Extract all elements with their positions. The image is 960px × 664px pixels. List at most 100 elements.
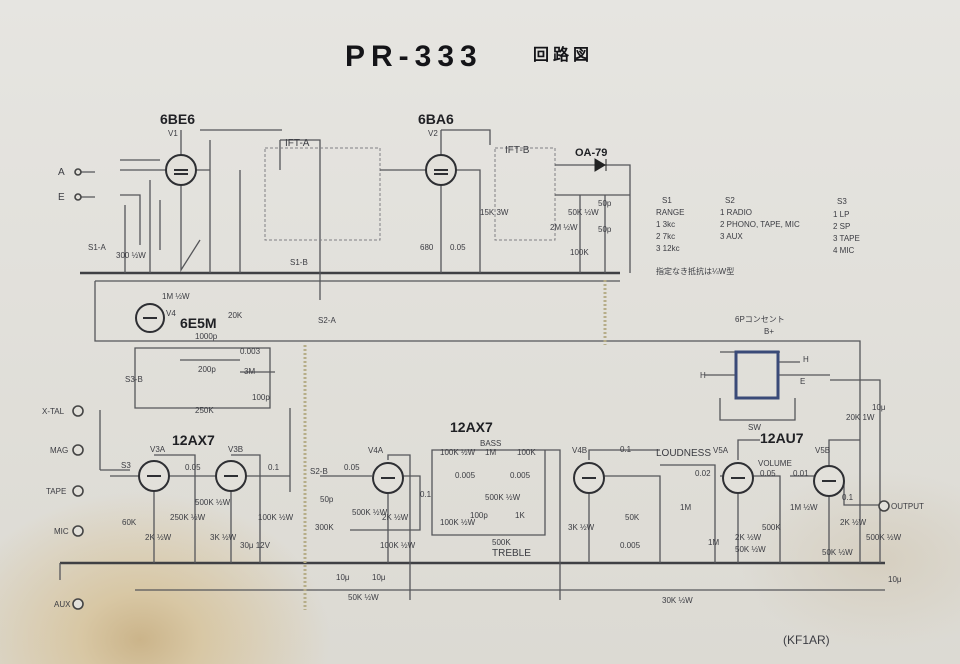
v4ab-type: 12AX7 [450,419,493,435]
value-label: 60K [122,518,137,527]
value-label: 10μ [872,403,886,412]
s2-row: 2 PHONO, TAPE, MIC [720,220,800,229]
value-label: 100K ½W [440,448,476,457]
s2a-label: S2-A [318,316,336,325]
input-aux-label: AUX [54,600,71,609]
input-e-label: E [58,192,65,203]
resistor-note: 指定なき抵抗は¼W型 [656,266,734,276]
value-label: 3K ½W [210,533,237,542]
value-label: 2K ½W [735,533,762,542]
v3b-ref: V3B [228,445,243,454]
value-label: 0.1 [420,490,432,499]
v4-type: 6E5M [180,315,217,331]
s1-header: S1 [662,196,672,205]
ifta-label: IFT-A [285,138,310,149]
h-right-label: H [803,355,809,364]
volume-label: VOLUME [758,459,792,468]
loudness-label: LOUDNESS [656,448,711,459]
value-label: 15K 3W [480,208,509,217]
s3b-label: S3-B [125,375,143,384]
value-label: 0.005 [510,471,531,480]
value-label: 10μ [888,575,902,584]
value-label: 50K ½W [822,548,853,557]
title-model: PR-333 [345,40,483,73]
sw-label: SW [748,423,761,432]
footer-callsign: (KF1AR) [783,633,830,647]
iftb-label: IFT-B [505,145,530,156]
value-label: 2K ½W [840,518,867,527]
value-label: 200p [198,365,216,374]
s3-header: S3 [837,197,847,206]
input-tape-label: TAPE [46,487,66,496]
v5a-ref: V5A [713,446,729,455]
v4a-ref: V4A [368,446,384,455]
s1-row: 3 12kc [656,244,680,253]
v1-type: 6BE6 [160,111,195,127]
value-label: 0.1 [842,493,854,502]
socket-6p [734,350,780,400]
value-label: 50p [598,199,612,208]
value-label: 500K ½W [195,498,231,507]
value-label: 0.003 [240,347,261,356]
value-label: 3K ½W [568,523,595,532]
s3-label: S3 [121,461,131,470]
value-label: 0.02 [695,469,711,478]
s2-header: S2 [725,196,735,205]
v2-type: 6BA6 [418,111,454,127]
value-label: 1M [485,448,496,457]
diode-label: OA-79 [575,147,607,159]
s2b-label: S2-B [310,467,328,476]
value-label: 500K [762,523,781,532]
input-mic-label: MIC [54,527,69,536]
s2-row: 3 AUX [720,232,743,241]
value-label: 100K [517,448,536,457]
v5-type: 12AU7 [760,430,804,446]
value-label: 30μ 12V [240,541,271,550]
s1-sub: RANGE [656,208,684,217]
input-mag-label: MAG [50,446,68,455]
value-label: 500K ½W [352,508,388,517]
s1-row: 2 7kc [656,232,675,241]
value-label: 0.1 [620,445,632,454]
value-label: 1M ½W [162,292,190,301]
component-values: 300 ½W 1M ½W 20K 15K 3W 680 0.05 50p 50p… [116,199,902,605]
value-label: 100K ½W [258,513,294,522]
s2-row: 1 RADIO [720,208,752,217]
input-a-label: A [58,167,65,178]
value-label: 10μ [372,573,386,582]
diode-symbol [594,158,607,172]
value-label: 100K ½W [440,518,476,527]
e-label: E [800,377,805,386]
value-label: 500K ½W [485,493,521,502]
value-label: 0.1 [268,463,280,472]
value-label: 680 [420,243,434,252]
value-label: 2M ½W [550,223,578,232]
socket-label: 6Pコンセント [735,315,785,324]
s3-row: 2 SP [833,222,850,231]
value-label: 50K ½W [735,545,766,554]
value-label: 0.05 [450,243,466,252]
value-label: 0.01 [793,469,809,478]
s3-row: 4 MIC [833,246,855,255]
value-label: 1K [515,511,525,520]
v4-ref: V4 [166,309,176,318]
value-label: 0.005 [620,541,641,550]
v2-ref: V2 [428,129,438,138]
value-label: 1M [680,503,691,512]
value-label: 3M [244,367,255,376]
input-xtal-label: X-TAL [42,407,65,416]
value-label: 20K 1W [846,413,875,422]
value-label: 50p [598,225,612,234]
v5b-ref: V5B [815,446,830,455]
value-label: 300 ½W [116,251,146,260]
value-label: 20K [228,311,243,320]
s3-row: 3 TAPE [833,234,860,243]
output-label: OUTPUT [891,502,924,511]
switch-table: S1 RANGE 1 3kc 2 7kc 3 12kc S2 1 RADIO 2… [656,196,860,276]
value-label: 50K [625,513,640,522]
value-label: 2K ½W [145,533,172,542]
value-label: 10μ [336,573,350,582]
value-label: 0.05 [344,463,360,472]
